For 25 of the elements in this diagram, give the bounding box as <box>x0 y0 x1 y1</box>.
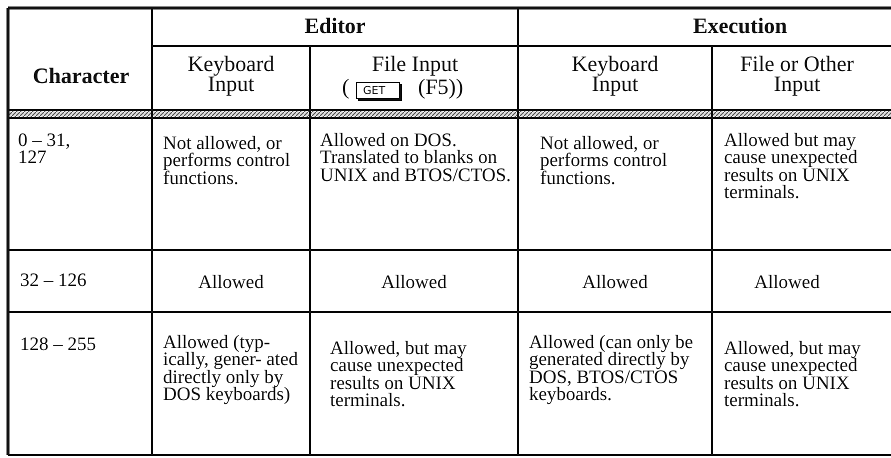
table-cell-text: Allowed, but may cause unexpected results on UNIX terminals. <box>724 340 862 410</box>
column-group-header: Editor <box>303 16 367 36</box>
table-cell-text: Not allowed, or performs control functions. <box>540 135 668 188</box>
column-header: ( <box>342 77 350 98</box>
table-cell-text: Not allowed, or performs control functions. <box>163 135 292 188</box>
column-header: (F5)) <box>418 77 464 98</box>
keyboard-key: GET <box>356 82 400 99</box>
column-header: Keyboard Input <box>570 54 660 94</box>
row-header: 0 – 31, 127 <box>18 132 72 167</box>
column-header: Keyboard Input <box>186 54 276 94</box>
column-header: File or Other Input <box>739 54 855 94</box>
table-cell-text: Allowed (can only be generated directly by DOS, BTOS/CTOS keyboards. <box>529 334 694 404</box>
table-cell-text: Allowed <box>581 274 649 292</box>
column-header: File Input <box>370 54 460 74</box>
table-cell-text: Allowed on DOS. Translated to blanks on UNIX and BTOS/CTOS. <box>320 132 512 184</box>
table-cell-text: Allowed <box>753 274 821 292</box>
row-header: 32 – 126 <box>20 272 88 290</box>
table-cell-text: Allowed <box>380 274 448 292</box>
table-cell-text: Allowed, but may cause unexpected results on UNIX terminals. <box>330 340 468 410</box>
table-cell-text: Allowed <box>197 274 265 292</box>
row-header: 128 – 255 <box>20 336 97 354</box>
table-cell: Allowed (typ- ically, gener- ated directly only by DOS keyboards) <box>163 334 299 404</box>
column-group-header: Execution <box>692 16 788 36</box>
row-header-title: Character <box>32 66 130 86</box>
table-cell-text: Allowed but may cause unexpected results on UNIX terminals. <box>724 132 858 202</box>
